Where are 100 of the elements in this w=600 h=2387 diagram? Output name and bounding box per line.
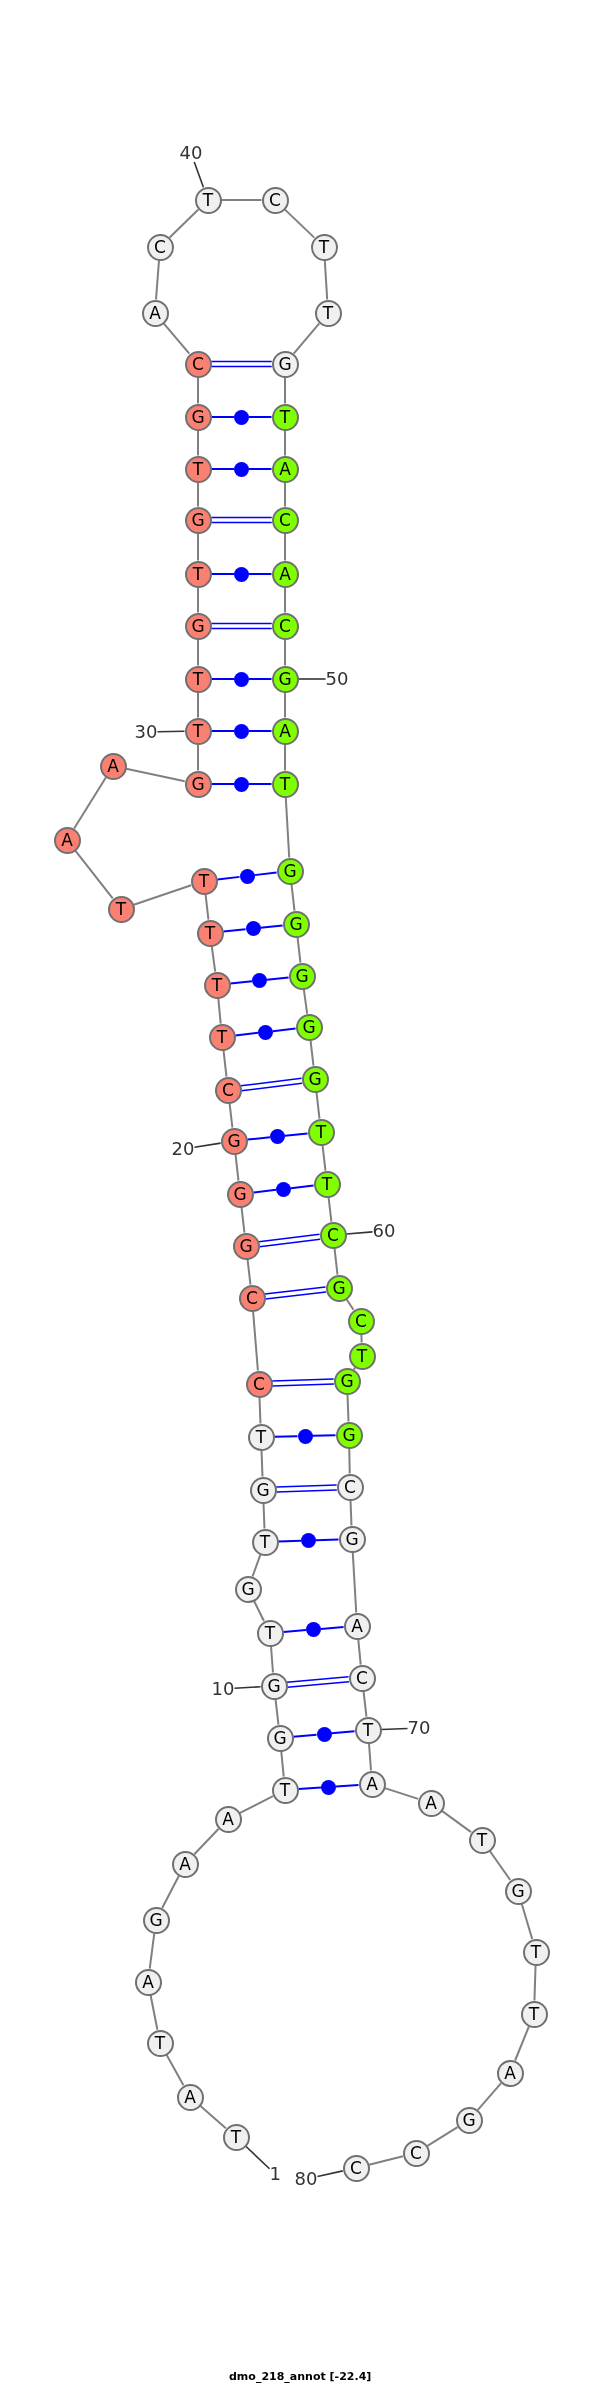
backbone-line bbox=[440, 1809, 473, 1834]
base-pair-line bbox=[297, 1786, 322, 1791]
backbone-line bbox=[321, 1144, 327, 1172]
backbone-line bbox=[333, 1247, 339, 1276]
position-number: 10 bbox=[211, 1680, 235, 1698]
nucleotide-circle: T bbox=[184, 455, 212, 483]
base-pair-line bbox=[273, 1435, 299, 1438]
backbone-line bbox=[274, 1698, 280, 1726]
backbone-line bbox=[270, 1645, 274, 1674]
nucleotide-circle: A bbox=[417, 1789, 445, 1817]
backbone-line bbox=[210, 945, 217, 973]
base-pair-line bbox=[240, 1082, 303, 1092]
base-pair-line bbox=[210, 365, 273, 368]
base-pair-line bbox=[246, 1136, 272, 1141]
base-pair-line bbox=[210, 521, 273, 524]
backbone-line bbox=[290, 883, 296, 912]
backbone-line bbox=[284, 532, 286, 562]
backbone-line bbox=[165, 2053, 185, 2087]
base-pair-line bbox=[320, 1626, 345, 1630]
nucleotide-circle: G bbox=[301, 1065, 329, 1093]
nucleotide-circle: G bbox=[504, 1877, 532, 1905]
dot-icon bbox=[234, 776, 249, 792]
base-pair-line bbox=[289, 1184, 315, 1190]
nucleotide-circle: T bbox=[256, 1619, 284, 1647]
nucleotide-circle: G bbox=[276, 857, 304, 885]
backbone-line bbox=[327, 1196, 333, 1223]
dot-icon bbox=[321, 1779, 336, 1795]
base-pair-line bbox=[264, 1286, 327, 1295]
backbone-line bbox=[368, 2155, 404, 2166]
nucleotide-circle: G bbox=[335, 1421, 363, 1449]
nucleotide-circle: G bbox=[271, 665, 299, 693]
base-pair-line bbox=[248, 573, 273, 575]
backbone-line bbox=[258, 1396, 262, 1425]
base-pair-line bbox=[210, 360, 273, 363]
backbone-line bbox=[204, 893, 210, 921]
nucleotide-circle: T bbox=[190, 867, 218, 895]
backbone-line bbox=[284, 481, 286, 508]
backbone-line bbox=[228, 1102, 234, 1129]
nucleotide-circle: A bbox=[134, 1968, 162, 1996]
nucleotide-circle: C bbox=[261, 186, 289, 214]
base-pair-line bbox=[240, 1077, 303, 1087]
backbone-line bbox=[323, 259, 329, 301]
nucleotide-circle: T bbox=[203, 971, 231, 999]
backbone-line bbox=[368, 1742, 372, 1772]
backbone-line bbox=[296, 936, 302, 964]
base-pair-line bbox=[271, 1378, 335, 1382]
base-pair-line bbox=[210, 622, 273, 625]
backbone-line bbox=[426, 2126, 459, 2147]
base-pair-line bbox=[330, 1730, 356, 1735]
nucleotide-circle: C bbox=[319, 1221, 347, 1249]
base-pair-line bbox=[216, 875, 241, 881]
nucleotide-circle: G bbox=[234, 1575, 262, 1603]
backbone-line bbox=[357, 1638, 362, 1666]
dot-icon bbox=[258, 1024, 273, 1040]
base-pair-line bbox=[271, 1383, 335, 1387]
backbone-line bbox=[488, 1850, 512, 1881]
nucleotide-circle: G bbox=[338, 1525, 366, 1553]
nucleotide-circle: T bbox=[146, 2029, 174, 2057]
dot-icon bbox=[234, 461, 249, 477]
nucleotide-circle: T bbox=[271, 770, 299, 798]
leader-line bbox=[316, 2170, 344, 2178]
position-number: 70 bbox=[407, 1719, 431, 1737]
base-pair-line bbox=[248, 783, 273, 785]
leader-line bbox=[233, 1686, 262, 1690]
leader-line bbox=[193, 161, 205, 189]
backbone-line bbox=[349, 1499, 353, 1527]
dot-icon bbox=[252, 973, 267, 988]
backbone-line bbox=[148, 1932, 156, 1970]
backbone-line bbox=[125, 767, 186, 783]
nucleotide-circle: T bbox=[208, 1023, 236, 1051]
base-pair-line bbox=[292, 1733, 318, 1738]
nucleotide-circle: G bbox=[282, 910, 310, 938]
backbone-line bbox=[197, 532, 199, 562]
caption: dmo_218_annot [-22.4] bbox=[229, 2371, 372, 2383]
base-pair-line bbox=[277, 1539, 302, 1543]
backbone-line bbox=[284, 376, 286, 405]
dot-icon bbox=[234, 723, 249, 739]
nucleotide-circle: G bbox=[288, 962, 316, 990]
nucleotide-circle: G bbox=[325, 1274, 353, 1302]
nucleotide-circle: A bbox=[358, 1770, 386, 1798]
nucleotide-circle: C bbox=[347, 1307, 375, 1335]
nucleotide-circle: A bbox=[271, 455, 299, 483]
base-pair-line bbox=[210, 627, 273, 630]
backbone-line bbox=[284, 691, 286, 719]
backbone-line bbox=[352, 1366, 357, 1371]
base-pair-line bbox=[275, 1484, 338, 1488]
nucleotide-circle: A bbox=[496, 2059, 524, 2087]
backbone-line bbox=[251, 1553, 262, 1578]
backbone-line bbox=[197, 638, 199, 667]
nucleotide-circle: T bbox=[468, 1826, 496, 1854]
nucleotide-circle: C bbox=[245, 1370, 273, 1398]
leader-line bbox=[297, 678, 327, 680]
base-pair-line bbox=[252, 1188, 278, 1194]
nucleotide-circle: T bbox=[251, 1528, 279, 1556]
nucleotide-circle: T bbox=[522, 1938, 550, 1966]
nucleotide-circle: G bbox=[184, 770, 212, 798]
position-number: 30 bbox=[134, 723, 158, 741]
nucleotide-circle: T bbox=[520, 2000, 548, 2028]
nucleotide-circle: G bbox=[249, 1476, 277, 1504]
nucleotide-circle: T bbox=[184, 717, 212, 745]
